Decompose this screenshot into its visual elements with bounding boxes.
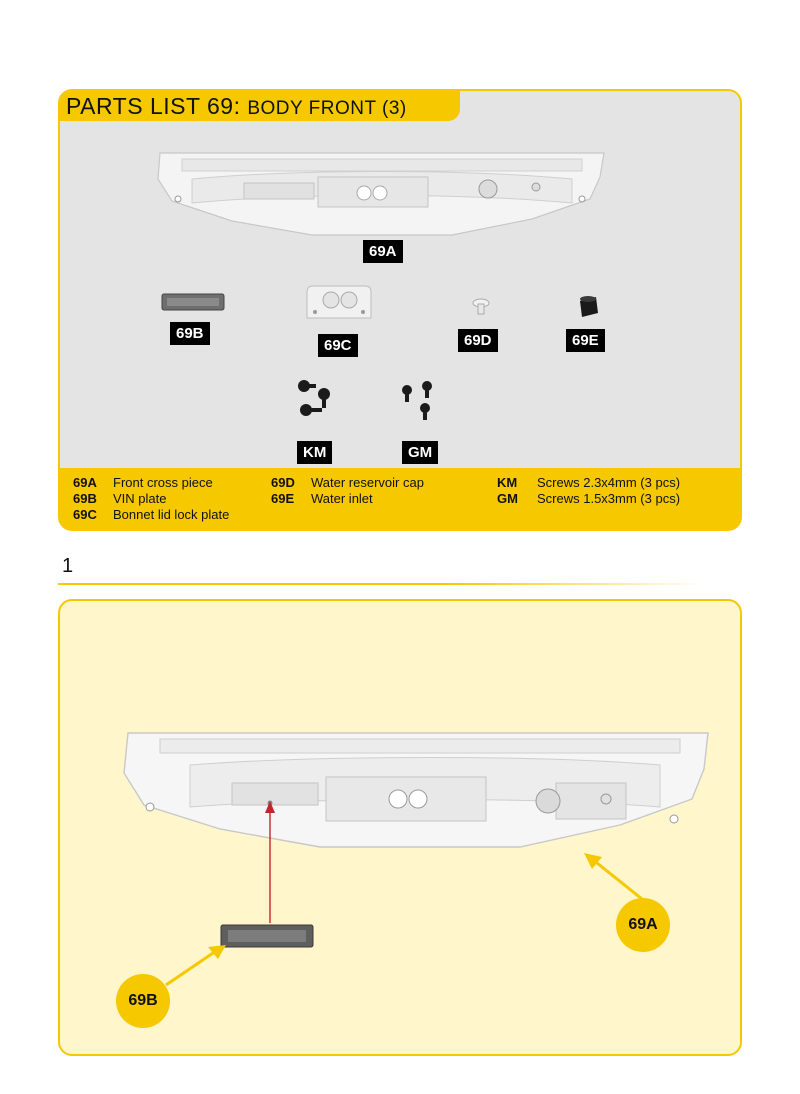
legend-desc: Water reservoir cap xyxy=(311,475,424,490)
parts-list-title: PARTS LIST 69: BODY FRONT (3) xyxy=(66,93,407,120)
part-69d-image xyxy=(472,298,490,315)
parts-list-title-main: PARTS LIST 69: xyxy=(66,93,241,119)
legend-code: 69A xyxy=(73,475,97,490)
part-69a-image xyxy=(157,152,605,236)
label-69c: 69C xyxy=(318,334,358,357)
legend-item: 69C Bonnet lid lock plate xyxy=(73,507,229,523)
legend-desc: Water inlet xyxy=(311,491,373,506)
legend-code: KM xyxy=(497,475,518,490)
label-69d: 69D xyxy=(458,329,498,352)
legend-code: 69C xyxy=(73,507,97,522)
legend-desc: VIN plate xyxy=(113,491,167,506)
parts-list-panel: PARTS LIST 69: BODY FRONT (3) 69A 69B 69… xyxy=(58,89,742,531)
label-69b: 69B xyxy=(170,322,210,345)
step-part-69a-image xyxy=(123,732,709,848)
leader-69b xyxy=(165,945,226,987)
label-gm: GM xyxy=(402,441,439,464)
assembly-arrow xyxy=(265,801,275,923)
callout-69a: 69A xyxy=(616,898,670,952)
parts-title-tab: PARTS LIST 69: BODY FRONT (3) xyxy=(60,91,460,121)
part-69b-image xyxy=(161,293,225,311)
legend-item: 69E Water inlet xyxy=(271,491,373,507)
step-divider xyxy=(58,583,706,585)
step-1-panel: 69A 69B xyxy=(58,599,742,1056)
legend-item: 69B VIN plate xyxy=(73,491,166,507)
callout-69b: 69B xyxy=(116,974,170,1028)
part-69c-image xyxy=(306,285,372,319)
legend-desc: Screws 2.3x4mm (3 pcs) xyxy=(537,475,681,490)
legend-desc: Bonnet lid lock plate xyxy=(113,507,230,522)
screws-km-image xyxy=(298,380,330,416)
label-69e: 69E xyxy=(566,329,605,352)
legend-desc: Front cross piece xyxy=(113,475,213,490)
legend-code: 69E xyxy=(271,491,295,506)
legend-item: 69D Water reservoir cap xyxy=(271,475,424,491)
legend-item: 69A Front cross piece xyxy=(73,475,213,491)
screws-gm-image xyxy=(402,381,432,420)
parts-list-title-sub: BODY FRONT (3) xyxy=(247,98,407,119)
step-number: 1 xyxy=(62,555,74,577)
label-69a: 69A xyxy=(363,240,403,263)
legend-desc: Screws 1.5x3mm (3 pcs) xyxy=(537,491,681,506)
part-69e-image xyxy=(580,296,598,317)
legend-item: GM Screws 1.5x3mm (3 pcs) xyxy=(497,491,680,507)
legend-item: KM Screws 2.3x4mm (3 pcs) xyxy=(497,475,680,491)
label-km: KM xyxy=(297,441,333,464)
legend-code: 69B xyxy=(73,491,97,506)
legend-code: 69D xyxy=(271,475,295,490)
step-part-69b-image xyxy=(220,924,314,948)
legend-code: GM xyxy=(497,491,518,506)
